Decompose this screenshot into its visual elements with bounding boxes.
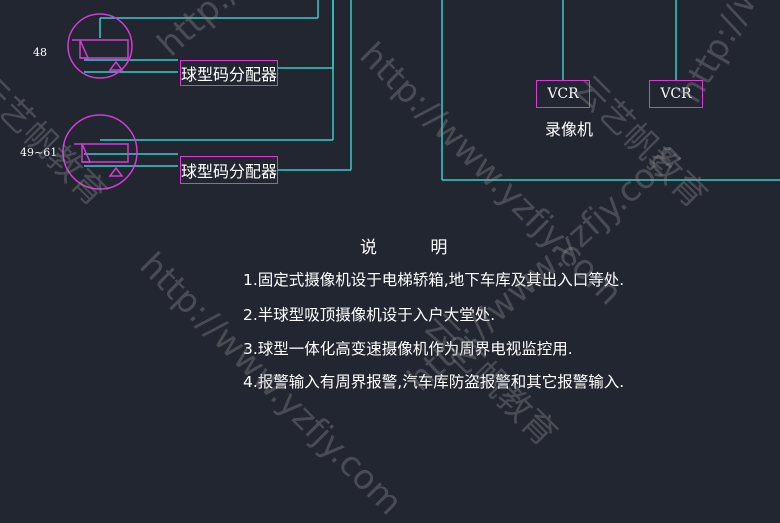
notes-title: 说 明 — [360, 238, 472, 258]
note-item-1: 1.固定式摄像机设于电梯轿箱,地下车库及其出入口等处. — [243, 271, 625, 289]
vcr-box-1: VCR — [536, 80, 590, 108]
dome-camera-icon — [67, 13, 133, 79]
note-item-4: 4.报警输入有周界报警,汽车库防盗报警和其它报警输入. — [243, 373, 625, 391]
recorder-label: 录像机 — [545, 120, 594, 139]
note-item-2: 2.半球型吸顶摄像机设于入户大堂处. — [243, 306, 496, 324]
distributor-box-2: 球型码分配器 — [180, 156, 278, 184]
camera-1-number: 48 — [33, 46, 47, 59]
dome-camera-icon — [62, 114, 138, 190]
vcr-box-2: VCR — [649, 80, 703, 108]
note-item-3: 3.球型一体化高变速摄像机作为周界电视监控用. — [243, 340, 573, 358]
camera-2-number: 49~61 — [20, 146, 58, 159]
wiring-drawing — [62, 0, 780, 190]
distributor-box-1: 球型码分配器 — [180, 60, 278, 86]
